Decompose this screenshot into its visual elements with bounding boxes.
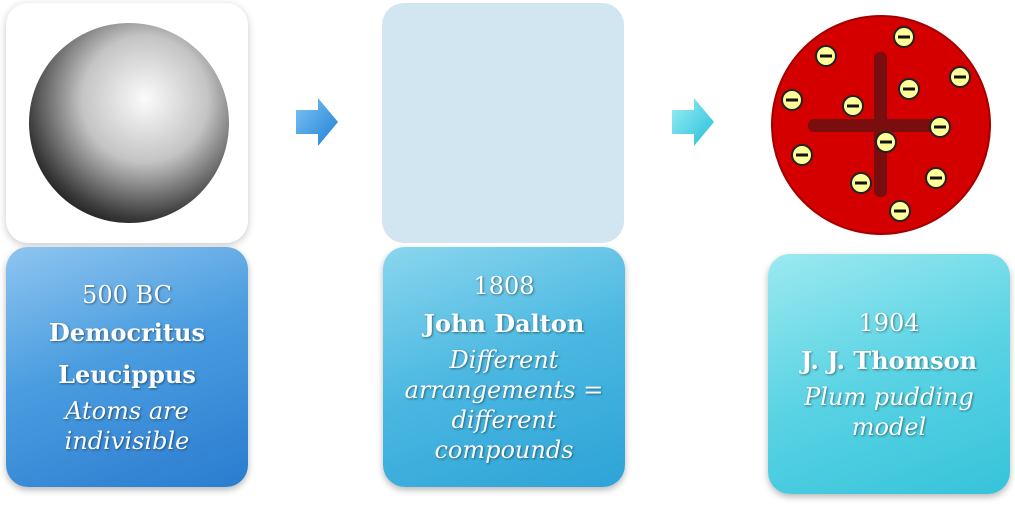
step-description: different xyxy=(451,406,557,434)
minus-sign-icon xyxy=(880,140,892,144)
dalton-card: 1808 John Dalton Different arrangements … xyxy=(383,247,625,487)
plum-pudding-image xyxy=(768,12,994,238)
minus-sign-icon xyxy=(847,104,859,108)
scientist-name: J. J. Thomson xyxy=(800,346,978,375)
dalton-image-card xyxy=(382,3,624,243)
minus-sign-icon xyxy=(898,35,910,39)
minus-sign-icon xyxy=(796,153,808,157)
plum-pudding-model-icon xyxy=(771,15,991,235)
step-description: arrangements = xyxy=(404,376,604,404)
minus-sign-icon xyxy=(820,54,832,58)
step-year: 1808 xyxy=(473,272,535,300)
step-year: 1904 xyxy=(858,309,920,337)
step-description: Different xyxy=(449,346,559,374)
scientist-name: Leucippus xyxy=(58,360,196,389)
minus-sign-icon xyxy=(934,125,946,129)
minus-sign-icon xyxy=(930,176,942,180)
minus-sign-icon xyxy=(855,181,867,185)
scientist-name: John Dalton xyxy=(423,309,585,338)
step-description: model xyxy=(851,413,927,441)
democritus-card: 500 BC Democritus Leucippus Atoms are in… xyxy=(6,247,248,487)
step-description: Plum pudding xyxy=(804,383,974,411)
minus-sign-icon xyxy=(786,98,798,102)
step-description: Atoms are xyxy=(65,397,189,425)
minus-sign-icon xyxy=(954,75,966,79)
minus-sign-icon xyxy=(894,209,906,213)
arrow-right-icon xyxy=(294,96,340,148)
step-year: 500 BC xyxy=(82,281,172,309)
step-description: indivisible xyxy=(64,427,190,455)
scientist-name: Democritus xyxy=(49,318,205,347)
thomson-card: 1904 J. J. Thomson Plum pudding model xyxy=(768,254,1010,494)
democritus-image-card xyxy=(6,3,248,243)
arrow-right-icon xyxy=(670,96,716,148)
solid-sphere-icon xyxy=(29,23,229,223)
step-description: compounds xyxy=(434,436,574,464)
minus-sign-icon xyxy=(903,87,915,91)
